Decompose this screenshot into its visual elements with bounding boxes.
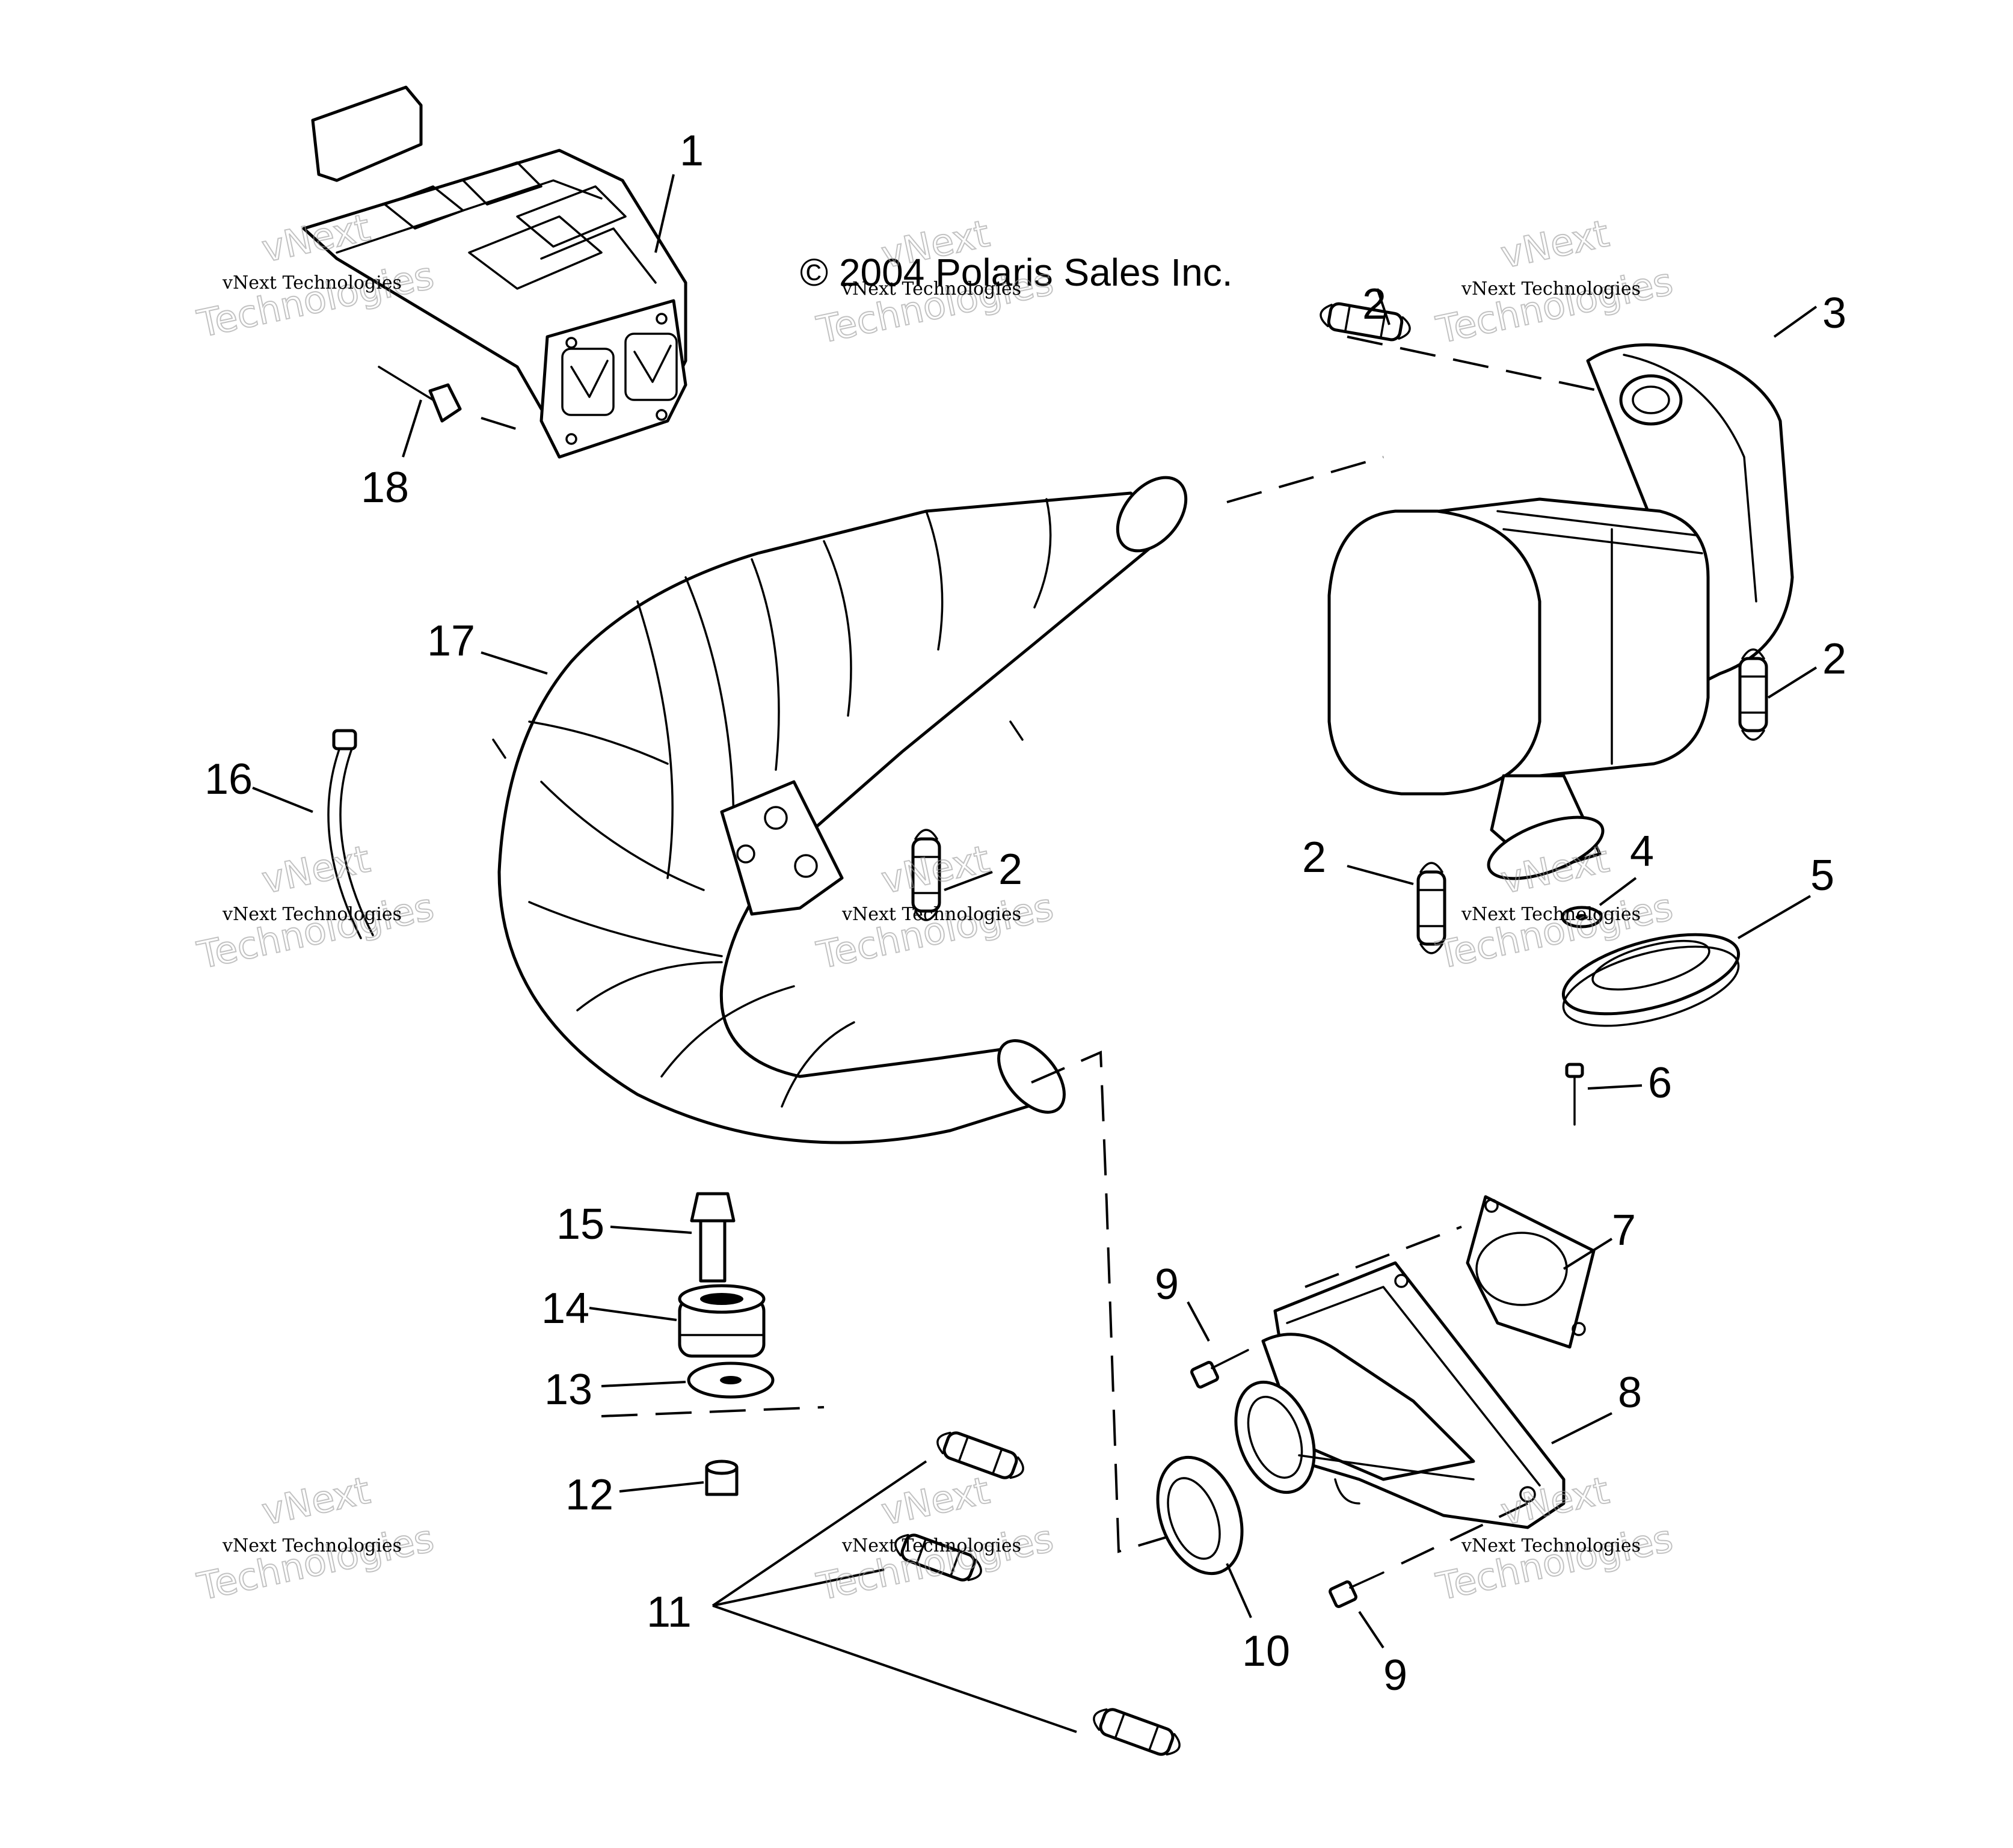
- part-5-grommet: [1561, 933, 1741, 1027]
- callout-4: 4: [1630, 827, 1654, 876]
- svg-text:vNext Technologies: vNext Technologies: [841, 1535, 1021, 1556]
- part-9-bolt-upper: [1190, 1349, 1249, 1389]
- callout-2-right: 2: [1822, 635, 1846, 683]
- callout-9-lower: 9: [1383, 1651, 1407, 1699]
- svg-text:Technologies: Technologies: [1433, 259, 1677, 352]
- callout-8: 8: [1618, 1369, 1642, 1417]
- part-2-spring-right: [1740, 649, 1766, 740]
- svg-text:Technologies: Technologies: [194, 253, 438, 346]
- callout-1: 1: [680, 127, 704, 175]
- callout-17: 17: [427, 617, 475, 665]
- callout-10: 10: [1242, 1627, 1290, 1675]
- svg-text:vNext: vNext: [258, 837, 373, 902]
- callout-6: 6: [1648, 1059, 1672, 1107]
- svg-text:vNext Technologies: vNext Technologies: [841, 904, 1021, 925]
- svg-text:vNext Technologies: vNext Technologies: [1461, 1535, 1641, 1556]
- callout-2-lower: 2: [1302, 833, 1326, 882]
- svg-text:vNext Technologies: vNext Technologies: [222, 1535, 402, 1556]
- callout-11: 11: [647, 1588, 692, 1636]
- callout-9-upper: 9: [1155, 1260, 1179, 1309]
- part-8-exhaust-manifold: [1234, 1261, 1566, 1529]
- part-18-rivet: [378, 366, 530, 434]
- svg-text:vNext Technologies: vNext Technologies: [1461, 904, 1641, 925]
- part-12-nut: [705, 1460, 739, 1496]
- callout-18: 18: [361, 464, 409, 512]
- callout-13: 13: [544, 1366, 592, 1414]
- callout-12: 12: [565, 1471, 613, 1519]
- callout-7: 7: [1612, 1206, 1636, 1254]
- callout-14: 14: [541, 1285, 589, 1333]
- part-9-bolt-lower: [1329, 1571, 1385, 1608]
- callout-2-center: 2: [998, 846, 1022, 894]
- svg-text:vNext Technologies: vNext Technologies: [1461, 278, 1641, 299]
- part-11-spring-3: [1090, 1704, 1184, 1760]
- svg-text:vNext: vNext: [258, 1468, 373, 1533]
- copyright-notice: © 2004 Polaris Sales Inc.: [800, 251, 1233, 294]
- svg-text:Technologies: Technologies: [813, 1516, 1057, 1609]
- callout-3: 3: [1822, 289, 1846, 337]
- callout-2-top: 2: [1362, 280, 1386, 328]
- part-3-silencer: [1327, 343, 1794, 880]
- part-14-bushing: [678, 1284, 766, 1358]
- part-10-gasket-ring: [1156, 1455, 1244, 1576]
- part-6-rivet: [1565, 1063, 1584, 1126]
- svg-text:Technologies: Technologies: [194, 1516, 438, 1609]
- part-16-strap: [327, 729, 374, 939]
- part-1-bracket: [302, 85, 687, 459]
- part-13-washer: [687, 1361, 775, 1399]
- svg-text:vNext Technologies: vNext Technologies: [222, 904, 402, 925]
- svg-text:vNext: vNext: [877, 1468, 993, 1533]
- svg-text:vNext Technologies: vNext Technologies: [222, 272, 402, 293]
- part-7-gasket: [1466, 1195, 1596, 1349]
- svg-text:Technologies: Technologies: [194, 885, 438, 977]
- part-17-expansion-chamber: [492, 476, 1188, 1144]
- svg-text:vNext: vNext: [1497, 211, 1612, 277]
- svg-text:vNext Technologies: vNext Technologies: [841, 278, 1021, 299]
- callout-5: 5: [1810, 852, 1834, 900]
- callout-16: 16: [204, 755, 253, 803]
- callout-15: 15: [556, 1200, 604, 1248]
- part-15-bolt: [690, 1192, 736, 1283]
